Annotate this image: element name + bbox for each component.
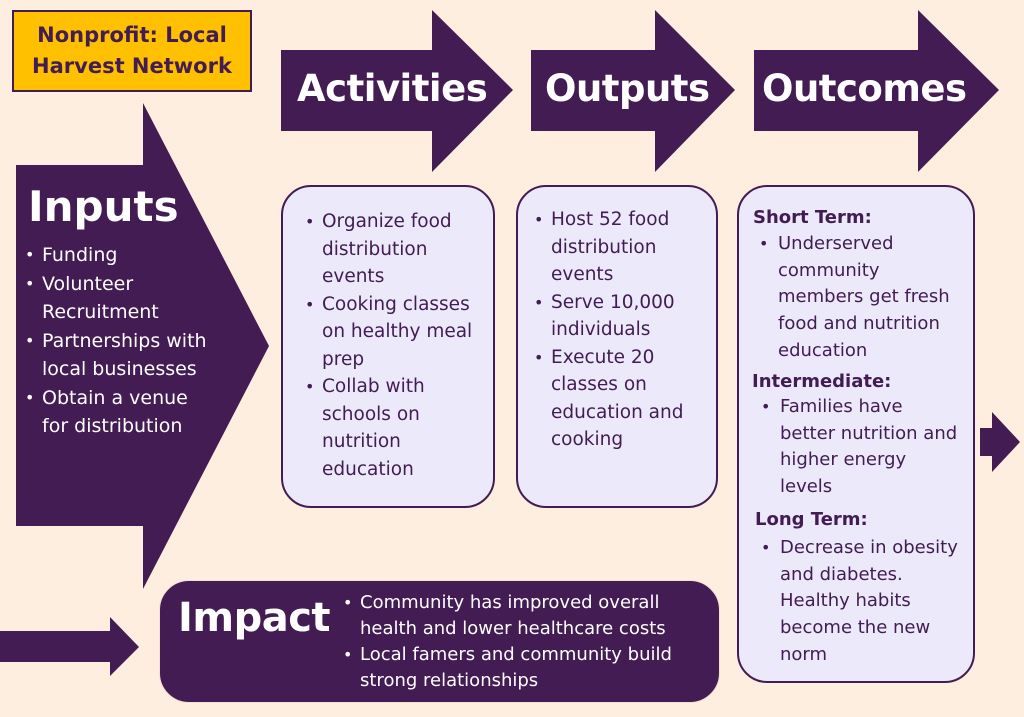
- outputs-item: Host 52 food distribution events: [531, 206, 716, 289]
- inputs-list: Funding Volunteer Recruitment Partnershi…: [22, 241, 207, 441]
- organization-title-line2: Harvest Network: [32, 54, 232, 78]
- long-term-heading: Long Term:: [755, 509, 868, 530]
- intermediate-heading: Intermediate:: [752, 371, 892, 392]
- outputs-arrow-shape: [531, 10, 735, 172]
- activities-item: Cooking classes on healthy meal prep: [302, 291, 492, 374]
- short-term-heading: Short Term:: [753, 207, 872, 228]
- impact-list: Community has improved overall health an…: [340, 590, 712, 694]
- outputs-item: Serve 10,000 individuals: [531, 289, 716, 344]
- outputs-list: Host 52 food distribution events Serve 1…: [531, 206, 716, 454]
- connector-arrow-impact-icon: [0, 617, 139, 676]
- impact-item: Local famers and community build strong …: [340, 642, 712, 694]
- intermediate-item: Families have better nutrition and highe…: [758, 394, 963, 501]
- long-term-item: Decrease in obesity and diabetes. Health…: [758, 535, 963, 669]
- intermediate-list: Families have better nutrition and highe…: [758, 394, 963, 501]
- outcomes-arrow-shape: [754, 10, 999, 172]
- activities-arrow-shape: [281, 10, 513, 172]
- outputs-item: Execute 20 classes on education and cook…: [531, 344, 716, 454]
- short-term-item: Underserved community members get fresh …: [756, 231, 968, 365]
- outputs-heading: Outputs: [545, 67, 710, 110]
- impact-heading: Impact: [178, 595, 331, 641]
- outcomes-heading: Outcomes: [762, 67, 967, 110]
- organization-title-line1: Nonprofit: Local: [37, 23, 227, 47]
- inputs-item: Obtain a venue for distribution: [22, 384, 207, 441]
- short-term-list: Underserved community members get fresh …: [756, 231, 968, 365]
- connector-arrow-right-icon: [980, 412, 1020, 472]
- inputs-item: Funding: [22, 241, 207, 270]
- inputs-heading: Inputs: [28, 182, 179, 231]
- activities-item: Organize food distribution events: [302, 208, 492, 291]
- organization-title-box: Nonprofit: Local Harvest Network: [12, 10, 252, 92]
- impact-item: Community has improved overall health an…: [340, 590, 712, 642]
- activities-list: Organize food distribution events Cookin…: [302, 208, 492, 483]
- inputs-item: Partnerships with local businesses: [22, 327, 207, 384]
- activities-item: Collab with schools on nutrition educati…: [302, 373, 492, 483]
- activities-heading: Activities: [297, 67, 488, 110]
- long-term-list: Decrease in obesity and diabetes. Health…: [758, 535, 963, 669]
- inputs-item: Volunteer Recruitment: [22, 270, 207, 327]
